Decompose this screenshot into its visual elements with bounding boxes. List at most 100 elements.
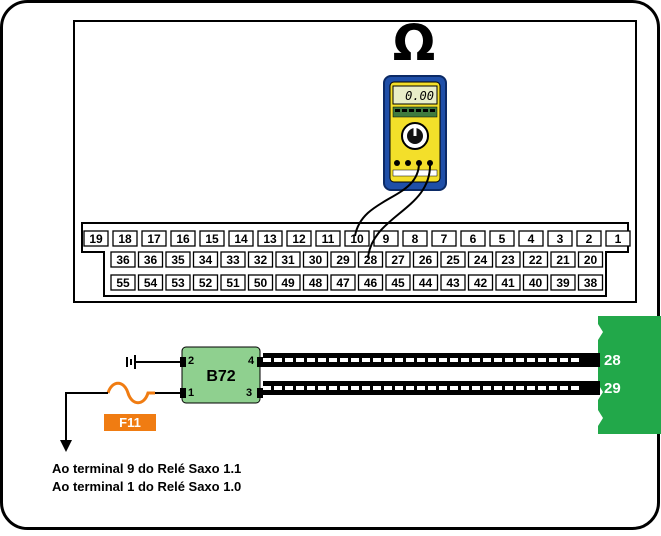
connector-pin-label: 26	[419, 253, 433, 267]
connector-pin-label: 47	[336, 276, 350, 290]
connector-pin	[522, 274, 549, 291]
connector-pin	[110, 274, 136, 291]
ground-icon	[126, 355, 182, 369]
connector-pin-label: 33	[226, 253, 240, 267]
connector-pin-label: 36	[116, 253, 130, 267]
connector-pin-label: 21	[556, 253, 570, 267]
connector-pin	[522, 251, 549, 268]
fuse-tag	[104, 414, 156, 431]
connector-pin	[431, 230, 457, 247]
connector-pin	[137, 251, 164, 268]
connector-pin	[112, 230, 138, 247]
connector-pin-label: 55	[116, 276, 130, 290]
module-pin-1: 1	[188, 387, 194, 399]
connector-pin-label: 44	[419, 276, 433, 290]
connector-pin	[192, 274, 219, 291]
connector-pin	[576, 230, 602, 247]
connector-pin-label: 2	[586, 232, 593, 246]
connector-pin	[357, 274, 384, 291]
ecu-terminal-28: 28	[604, 352, 621, 369]
connector-pin-label: 6	[470, 232, 477, 246]
connector-pin-label: 49	[281, 276, 295, 290]
connector-pin-label: 39	[556, 276, 570, 290]
ecu-connector	[598, 316, 661, 434]
connector-pin-label: 23	[501, 253, 515, 267]
connector-pin	[165, 274, 191, 291]
connector-pin	[302, 251, 329, 268]
connector-pin-label: 42	[474, 276, 488, 290]
module-b72	[181, 346, 261, 404]
connector-pin-label: 34	[199, 253, 213, 267]
connector-pin	[402, 230, 428, 247]
connector-pin-label: 12	[292, 232, 306, 246]
module-pin-4: 4	[248, 355, 255, 367]
connector-pin	[550, 274, 576, 291]
cable-pin3-to-29	[263, 381, 589, 395]
connector-pin-label: 9	[383, 232, 390, 246]
connector-pin	[495, 274, 521, 291]
connector-pin	[385, 251, 411, 268]
connector-pin	[547, 230, 573, 247]
connector-pin	[489, 230, 515, 247]
connector-pin-label: 50	[254, 276, 268, 290]
connector-pin	[220, 274, 246, 291]
connector-pin	[247, 274, 274, 291]
connector-pin	[141, 230, 167, 247]
connector-pin	[440, 251, 466, 268]
connector-pin	[275, 274, 301, 291]
connector-pin	[220, 251, 246, 268]
connector-pin-label: 40	[529, 276, 543, 290]
connector-pin	[315, 230, 341, 247]
connector-pin-label: 46	[364, 276, 378, 290]
connector-pin-label: 22	[529, 253, 543, 267]
fuse-icon	[106, 381, 155, 405]
connector-pin-label: 13	[263, 232, 277, 246]
fuse-label: F11	[119, 415, 141, 430]
connector-pin-label: 31	[281, 253, 295, 267]
connector-pin	[518, 230, 544, 247]
connector-pin-label: 45	[391, 276, 405, 290]
connector-pin-label: 29	[336, 253, 350, 267]
connector-pin-label: 35	[171, 253, 185, 267]
connector-pin-label: 38	[584, 276, 598, 290]
module-pin-2: 2	[188, 355, 194, 367]
connector-pin-label: 1	[615, 232, 622, 246]
ohm-symbol: Ω	[393, 14, 436, 72]
connector-pin	[83, 230, 109, 247]
connector-pin-label: 24	[474, 253, 488, 267]
connector-pin-label: 27	[391, 253, 405, 267]
connector-pin-label: 15	[205, 232, 219, 246]
connector-pin	[330, 251, 356, 268]
connector-pin	[412, 274, 439, 291]
connector-pin	[170, 230, 196, 247]
connector-pin-label: 43	[446, 276, 460, 290]
probe-lead-2	[367, 162, 432, 259]
connector-pin	[330, 274, 356, 291]
connector-pin	[440, 274, 466, 291]
connector-pin-label: 54	[144, 276, 158, 290]
connector-pin-label: 36	[144, 253, 158, 267]
connector-pin-label: 20	[584, 253, 598, 267]
caption-line-2: Ao terminal 1 do Relé Saxo 1.0	[52, 479, 242, 494]
connector-pin	[412, 251, 439, 268]
connector-pin-label: 18	[118, 232, 132, 246]
connector-pin-label: 41	[501, 276, 515, 290]
connector-pin-label: 51	[226, 276, 240, 290]
connector-pin	[257, 230, 283, 247]
connector-pin	[605, 230, 631, 247]
connector-pin	[385, 274, 411, 291]
probe-jack-1	[394, 160, 400, 166]
connector-pin-label: 7	[441, 232, 448, 246]
caption-line-1: Ao terminal 9 do Relé Saxo 1.1	[52, 461, 242, 476]
connector-pin-label: 28	[364, 253, 378, 267]
ecu-terminal-29: 29	[604, 380, 621, 397]
connector-pin	[199, 230, 225, 247]
connector-pin-label: 5	[499, 232, 506, 246]
multimeter: 0.00	[383, 75, 447, 191]
connector-pin-label: 17	[147, 232, 161, 246]
connector-pin-label: 19	[89, 232, 103, 246]
